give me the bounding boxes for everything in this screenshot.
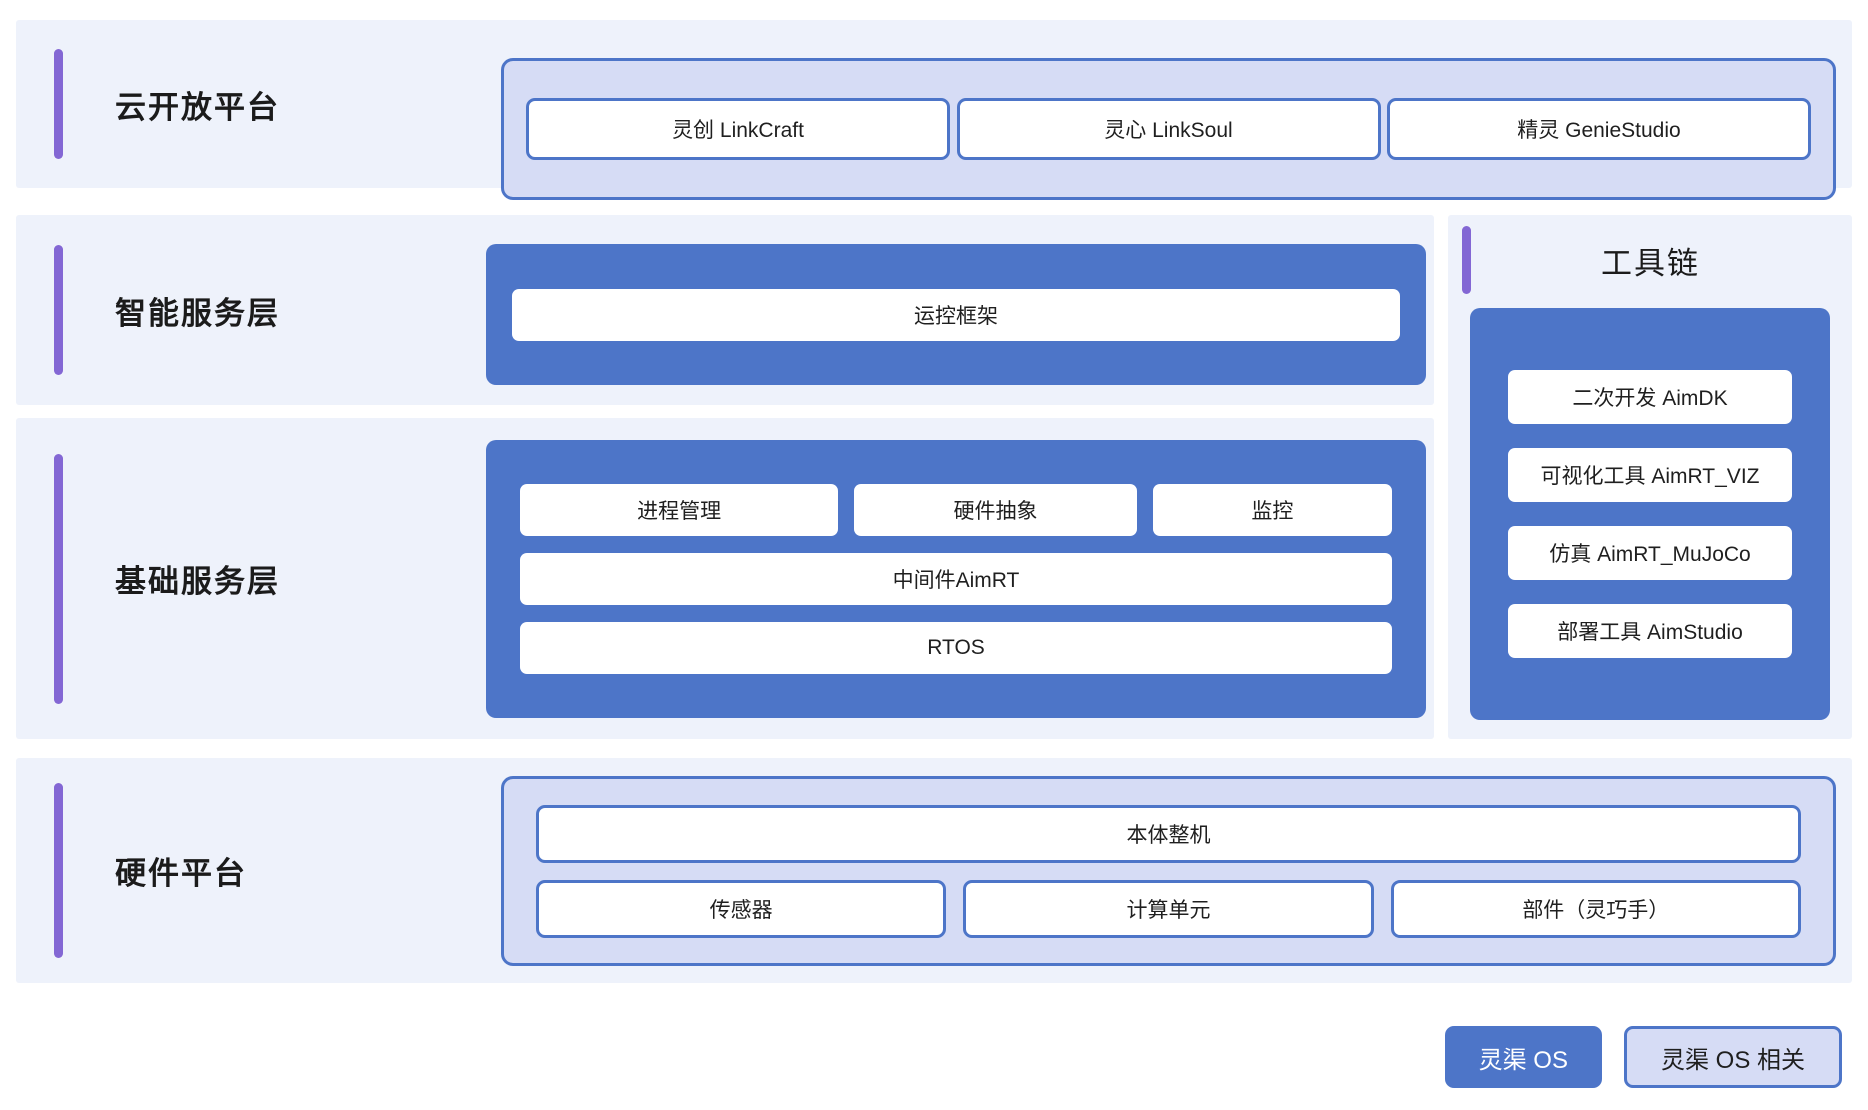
- group-toolchain-items: 二次开发 AimDK 可视化工具 AimRT_VIZ 仿真 AimRT_MuJo…: [1470, 308, 1830, 720]
- box-robot-body[interactable]: 本体整机: [536, 804, 1801, 863]
- group-hardware-platform: 本体整机 传感器 计算单元 部件（灵巧手）: [501, 776, 1836, 966]
- box-compute-unit[interactable]: 计算单元: [963, 879, 1374, 938]
- row-header: 智能服务层: [16, 245, 280, 375]
- box-geniestudio[interactable]: 精灵 GenieStudio: [1387, 98, 1811, 160]
- toolchain-title: 工具链: [1601, 245, 1700, 281]
- accent-bar-icon: [54, 783, 63, 958]
- hardware-bottom-row: 传感器 计算单元 部件（灵巧手）: [536, 879, 1801, 938]
- toolchain-header: 工具链: [1448, 215, 1852, 305]
- group-basic-service: 进程管理 硬件抽象 监控 中间件AimRT RTOS: [486, 440, 1426, 718]
- box-aimrt-mujoco[interactable]: 仿真 AimRT_MuJoCo: [1508, 526, 1792, 580]
- row-title-hardware-platform: 硬件平台: [115, 856, 247, 891]
- legend: 灵渠 OS 灵渠 OS 相关: [1444, 1026, 1842, 1088]
- row-title-cloud-open-platform: 云开放平台: [115, 89, 280, 125]
- box-aimdk[interactable]: 二次开发 AimDK: [1508, 370, 1792, 424]
- box-process-management[interactable]: 进程管理: [520, 484, 839, 536]
- box-linkcraft[interactable]: 灵创 LinkCraft: [526, 98, 950, 160]
- accent-bar-icon: [1462, 226, 1471, 294]
- basic-service-top-row: 进程管理 硬件抽象 监控: [520, 484, 1392, 536]
- group-cloud-open-platform: 灵创 LinkCraft 灵心 LinkSoul 精灵 GenieStudio: [501, 58, 1836, 200]
- layer-row-basic-service: 基础服务层 进程管理 硬件抽象 监控 中间件AimRT RTOS: [16, 418, 1434, 739]
- box-rtos[interactable]: RTOS: [520, 622, 1392, 674]
- accent-bar-icon: [54, 49, 63, 159]
- box-hardware-abstraction[interactable]: 硬件抽象: [854, 484, 1137, 536]
- box-monitoring[interactable]: 监控: [1152, 484, 1392, 536]
- box-motion-control-framework[interactable]: 运控框架: [512, 288, 1400, 341]
- accent-bar-icon: [54, 453, 63, 704]
- box-components-dexterous-hand[interactable]: 部件（灵巧手）: [1390, 879, 1801, 938]
- row-header: 云开放平台: [16, 49, 280, 159]
- box-aimrt-viz[interactable]: 可视化工具 AimRT_VIZ: [1508, 448, 1792, 502]
- layer-row-intelligent-service: 智能服务层 运控框架: [16, 215, 1434, 405]
- toolchain-panel: 工具链 二次开发 AimDK 可视化工具 AimRT_VIZ 仿真 AimRT_…: [1448, 215, 1852, 739]
- row-header: 基础服务层: [16, 453, 280, 704]
- group-intelligent-service: 运控框架: [486, 244, 1426, 385]
- row-header: 硬件平台: [16, 783, 247, 958]
- row-title-basic-service: 基础服务层: [115, 564, 280, 599]
- accent-bar-icon: [54, 245, 63, 375]
- layer-row-hardware-platform: 硬件平台 本体整机 传感器 计算单元 部件（灵巧手）: [16, 758, 1852, 983]
- row-title-intelligent-service: 智能服务层: [115, 295, 280, 331]
- legend-item-lingqu-os-related: 灵渠 OS 相关: [1623, 1026, 1842, 1088]
- box-sensors[interactable]: 传感器: [536, 879, 947, 938]
- box-linksoul[interactable]: 灵心 LinkSoul: [956, 98, 1381, 160]
- layer-row-cloud-open-platform: 云开放平台 灵创 LinkCraft 灵心 LinkSoul 精灵 GenieS…: [16, 20, 1852, 200]
- box-middleware-aimrt[interactable]: 中间件AimRT: [520, 553, 1392, 605]
- legend-item-lingqu-os: 灵渠 OS: [1444, 1026, 1602, 1088]
- box-aimstudio[interactable]: 部署工具 AimStudio: [1508, 604, 1792, 658]
